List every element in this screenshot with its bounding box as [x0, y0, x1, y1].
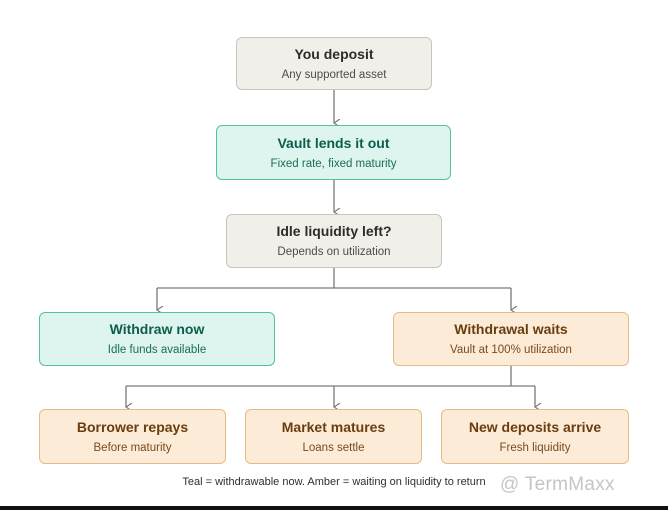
node-withdrawal-waits: Withdrawal waits Vault at 100% utilizati…: [393, 312, 629, 366]
node-title: Market matures: [281, 418, 386, 435]
node-new-deposits: New deposits arrive Fresh liquidity: [441, 409, 629, 464]
node-idle-liquidity: Idle liquidity left? Depends on utilizat…: [226, 214, 442, 268]
node-title: Borrower repays: [76, 418, 189, 435]
node-you-deposit: You deposit Any supported asset: [236, 37, 432, 90]
node-subtitle: Depends on utilization: [277, 246, 391, 258]
node-title: Withdraw now: [109, 321, 205, 337]
watermark: @ TermMaxx: [500, 474, 615, 495]
node-subtitle: Idle funds available: [107, 344, 207, 356]
node-subtitle: Fresh liquidity: [499, 441, 571, 454]
node-title: Vault lends it out: [277, 134, 390, 151]
legend-caption: Teal = withdrawable now. Amber = waiting…: [182, 476, 486, 488]
node-title: You deposit: [294, 45, 374, 62]
node-title: Withdrawal waits: [454, 321, 568, 337]
node-subtitle: Vault at 100% utilization: [450, 344, 572, 356]
node-title: Idle liquidity left?: [276, 223, 392, 239]
node-title: New deposits arrive: [468, 418, 602, 435]
node-subtitle: Fixed rate, fixed maturity: [270, 157, 397, 170]
node-subtitle: Any supported asset: [281, 68, 387, 81]
node-vault-lends: Vault lends it out Fixed rate, fixed mat…: [216, 125, 451, 180]
node-borrower-repays: Borrower repays Before maturity: [39, 409, 226, 464]
node-subtitle: Before maturity: [93, 441, 172, 454]
node-withdraw-now: Withdraw now Idle funds available: [39, 312, 275, 366]
node-subtitle: Loans settle: [302, 441, 365, 454]
node-market-matures: Market matures Loans settle: [245, 409, 422, 464]
bottom-divider: [0, 506, 668, 510]
